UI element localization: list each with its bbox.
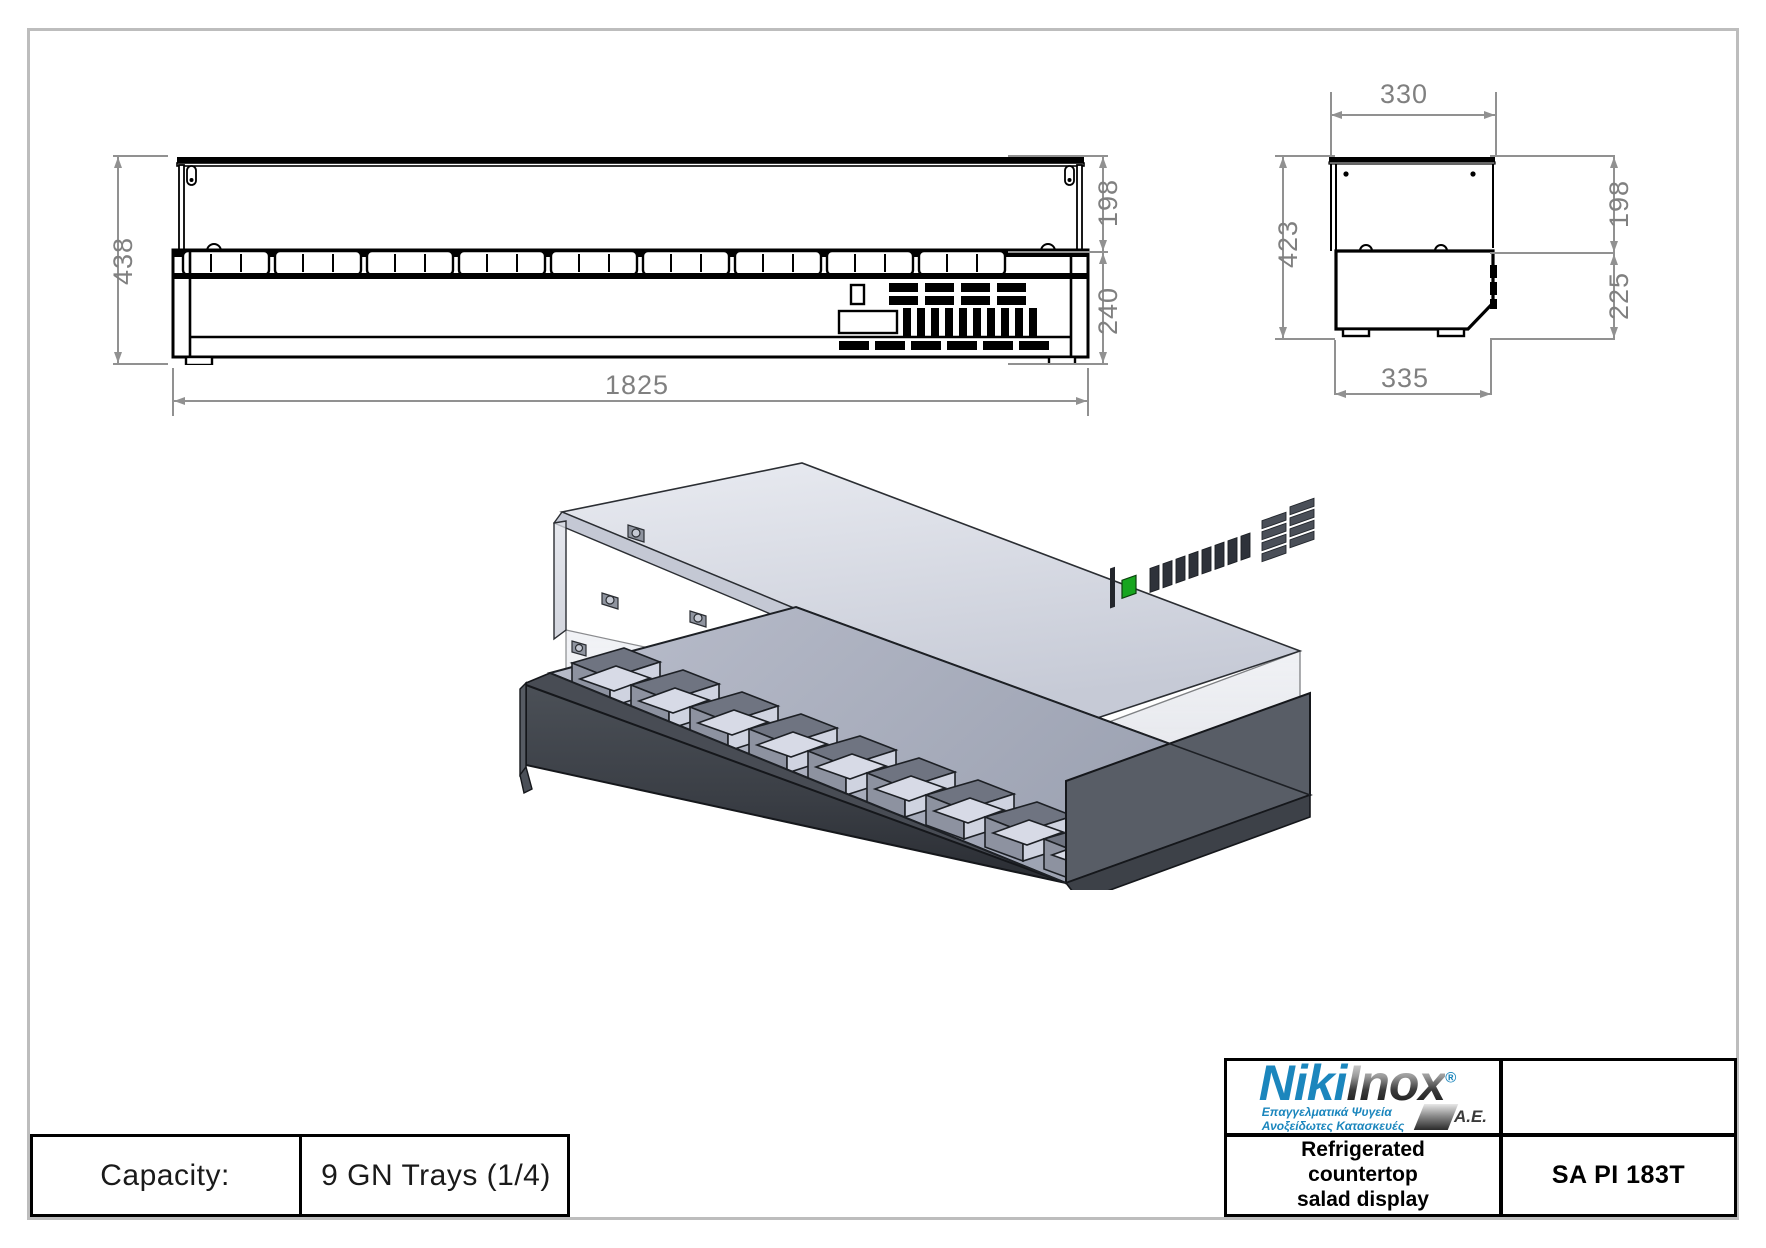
ext-line-1825-left bbox=[172, 368, 174, 416]
arrowhead-335-left bbox=[1335, 390, 1346, 398]
dim-line-438 bbox=[117, 157, 119, 363]
product-description-line3: salad display bbox=[1297, 1187, 1429, 1211]
arrowhead-198-top bbox=[1099, 157, 1107, 168]
logo-brand-part1: Niki bbox=[1258, 1055, 1348, 1112]
dim-240-front: 240 bbox=[1093, 286, 1123, 335]
ext-line-198-bottom bbox=[1008, 251, 1108, 253]
arrowhead-438-bottom bbox=[114, 352, 122, 363]
dim-198-front: 198 bbox=[1093, 178, 1123, 227]
product-description-text: Refrigerated countertop salad display bbox=[1297, 1138, 1429, 1212]
arrowhead-1825-right bbox=[1076, 397, 1087, 405]
model-code-cell: SA PI 183T bbox=[1500, 1134, 1737, 1217]
ext-line-330-left bbox=[1330, 92, 1332, 157]
dim-line-330 bbox=[1331, 114, 1495, 116]
revision-cell-empty bbox=[1500, 1058, 1737, 1136]
arrowhead-side198-bottom bbox=[1610, 241, 1618, 252]
arrowhead-240-top bbox=[1099, 253, 1107, 264]
arrowhead-side198-top bbox=[1610, 157, 1618, 168]
dim-line-423 bbox=[1282, 157, 1284, 338]
isometric-3d-view bbox=[510, 445, 1320, 902]
product-description-line2: countertop bbox=[1308, 1163, 1418, 1187]
isometric-3d-svg bbox=[519, 462, 1315, 902]
ext-line-side225-bottom bbox=[1490, 338, 1540, 340]
logo-subtitle-line2: Ανοξείδωτες Κατασκευές bbox=[1261, 1119, 1405, 1133]
dim-line-240 bbox=[1102, 253, 1104, 363]
nikiinox-logo: NikiInox® Επαγγελματικά Ψυγεία Ανοξείδωτ… bbox=[1227, 1055, 1499, 1134]
dim-line-198 bbox=[1102, 157, 1104, 251]
model-code-inner: SA PI 183T bbox=[1503, 1137, 1734, 1214]
dim-line-side225 bbox=[1613, 254, 1615, 338]
side-elevation-view bbox=[1325, 155, 1515, 365]
logo-brand-part2: Inox bbox=[1346, 1055, 1446, 1112]
ext-line-438-bottom bbox=[113, 363, 168, 365]
arrowhead-240-bottom bbox=[1099, 352, 1107, 363]
power-switch-3d bbox=[1121, 574, 1137, 600]
arrowhead-1825-left bbox=[174, 397, 185, 405]
dim-1825: 1825 bbox=[605, 370, 670, 400]
capacity-label-cell: Capacity: bbox=[30, 1134, 300, 1217]
logo-registered-mark: ® bbox=[1445, 1069, 1456, 1087]
dim-line-side198 bbox=[1613, 157, 1615, 252]
ext-line-335-left bbox=[1334, 340, 1336, 395]
capacity-label: Capacity: bbox=[100, 1158, 230, 1192]
control-panel-3d-details bbox=[1110, 497, 1315, 609]
glass-hinge-brackets bbox=[571, 524, 707, 657]
dim-423: 423 bbox=[1273, 219, 1303, 268]
dim-198-side: 198 bbox=[1604, 179, 1634, 228]
ext-line-side198-bottom bbox=[1490, 252, 1540, 254]
model-code-text: SA PI 183T bbox=[1551, 1161, 1686, 1189]
ext-line-240-bottom bbox=[1008, 363, 1108, 365]
ext-line-330-right bbox=[1495, 92, 1497, 157]
arrowhead-side225-top bbox=[1610, 254, 1618, 265]
arrowhead-198-bottom bbox=[1099, 240, 1107, 251]
logo-suffix: A.E. bbox=[1453, 1107, 1487, 1126]
logo-subtitle-line1: Επαγγελματικά Ψυγεία bbox=[1261, 1105, 1392, 1120]
ext-line-1825-right bbox=[1087, 368, 1089, 416]
gn-tray-row bbox=[181, 249, 1007, 277]
arrowhead-330-right bbox=[1484, 111, 1495, 119]
dim-438: 438 bbox=[108, 236, 138, 285]
logo-brand-text: NikiInox® bbox=[1258, 1055, 1457, 1112]
arrowhead-423-bottom bbox=[1279, 327, 1287, 338]
front-elevation-svg bbox=[171, 157, 1090, 367]
side-elevation-svg bbox=[1328, 157, 1497, 338]
capacity-value-cell: 9 GN Trays (1/4) bbox=[302, 1134, 570, 1217]
arrowhead-330-left bbox=[1331, 111, 1342, 119]
arrowhead-423-top bbox=[1279, 157, 1287, 168]
dim-line-1825 bbox=[174, 400, 1087, 402]
arrowhead-335-right bbox=[1480, 390, 1491, 398]
ext-line-side225-bot2 bbox=[1540, 338, 1615, 340]
capacity-cell-divider bbox=[299, 1134, 302, 1217]
drawing-sheet-border bbox=[27, 28, 1739, 1220]
product-description-inner: Refrigerated countertop salad display bbox=[1227, 1137, 1499, 1214]
ext-line-side198-top2 bbox=[1540, 155, 1615, 157]
ext-line-side198-bot2 bbox=[1540, 252, 1615, 254]
ext-line-423-bottom bbox=[1275, 338, 1335, 340]
ext-line-335-right bbox=[1490, 340, 1492, 395]
dim-330: 330 bbox=[1380, 79, 1429, 109]
ext-line-423-top bbox=[1275, 155, 1335, 157]
front-elevation-view bbox=[163, 155, 1098, 367]
logo-cell: NikiInox® Επαγγελματικά Ψυγεία Ανοξείδωτ… bbox=[1224, 1058, 1502, 1136]
dim-line-335 bbox=[1335, 393, 1491, 395]
control-panel-detail bbox=[837, 283, 1049, 350]
ext-line-438-top bbox=[113, 155, 168, 157]
arrowhead-side225-bottom bbox=[1610, 327, 1618, 338]
ext-line-198-top bbox=[1008, 155, 1108, 157]
capacity-value: 9 GN Trays (1/4) bbox=[321, 1158, 551, 1192]
dim-335: 335 bbox=[1381, 363, 1430, 393]
ext-line-side198-top bbox=[1490, 155, 1540, 157]
product-description-cell: Refrigerated countertop salad display bbox=[1224, 1134, 1502, 1217]
product-description-line1: Refrigerated bbox=[1301, 1138, 1425, 1162]
logo-subtitle: Επαγγελματικά Ψυγεία Ανοξείδωτες Κατασκε… bbox=[1261, 1105, 1405, 1134]
dim-225-side: 225 bbox=[1604, 271, 1634, 320]
arrowhead-438-top bbox=[114, 157, 122, 168]
